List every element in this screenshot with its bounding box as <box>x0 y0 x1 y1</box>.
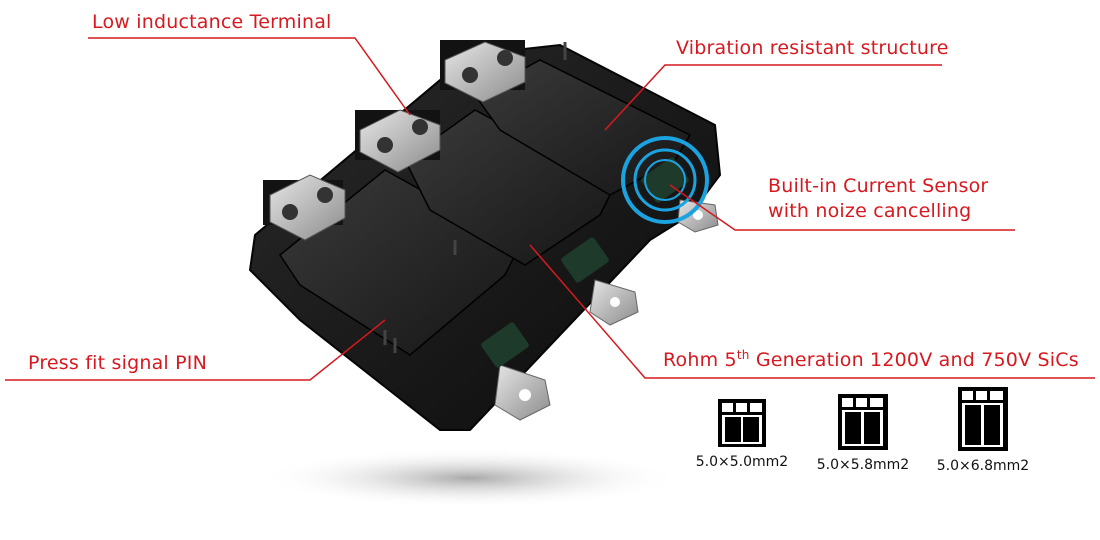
terminal-block-icon <box>263 40 526 241</box>
current-sensor-icon <box>481 157 689 368</box>
label-low-inductance-terminal: Low inductance Terminal <box>92 11 332 33</box>
leader-line-vibration <box>604 64 942 131</box>
chip-size-caption: 5.0×6.8mm2 <box>936 458 1030 474</box>
signal-pin-icon <box>383 42 567 353</box>
chip-size-2: 5.0×5.8mm2 <box>808 393 918 473</box>
label-press-fit-signal-pin: Press fit signal PIN <box>28 352 208 374</box>
chip-size-caption: 5.0×5.0mm2 <box>695 454 789 470</box>
leader-line-rohm <box>529 244 1095 379</box>
sic-chip-icon <box>718 399 766 447</box>
label-current-sensor-line1: Built-in Current Sensor <box>768 175 989 197</box>
label-vibration-resistant-structure: Vibration resistant structure <box>676 37 949 59</box>
leader-line-pressfit <box>5 319 386 381</box>
label-rohm-suffix: Generation 1200V and 750V SiCs <box>749 349 1079 371</box>
leader-line-terminal <box>88 37 411 116</box>
leader-line-sensor <box>669 184 1015 231</box>
output-tab-icon <box>494 199 719 421</box>
chip-size-1: 5.0×5.0mm2 <box>687 398 797 470</box>
label-current-sensor-line2: with noize cancelling <box>768 200 972 222</box>
label-rohm-sup: th <box>736 348 750 362</box>
sic-chip-icon <box>958 387 1008 451</box>
module-lid-2 <box>404 109 616 266</box>
module-shadow <box>260 448 680 508</box>
sensor-highlight-ring <box>621 136 709 224</box>
chip-size-caption: 5.0×5.8mm2 <box>816 457 910 473</box>
sic-chip-icon <box>838 394 888 450</box>
label-rohm-sic: Rohm 5th Generation 1200V and 750V SiCs <box>663 349 1079 371</box>
label-rohm-prefix: Rohm 5 <box>663 349 737 371</box>
chip-size-3: 5.0×6.8mm2 <box>928 386 1038 474</box>
